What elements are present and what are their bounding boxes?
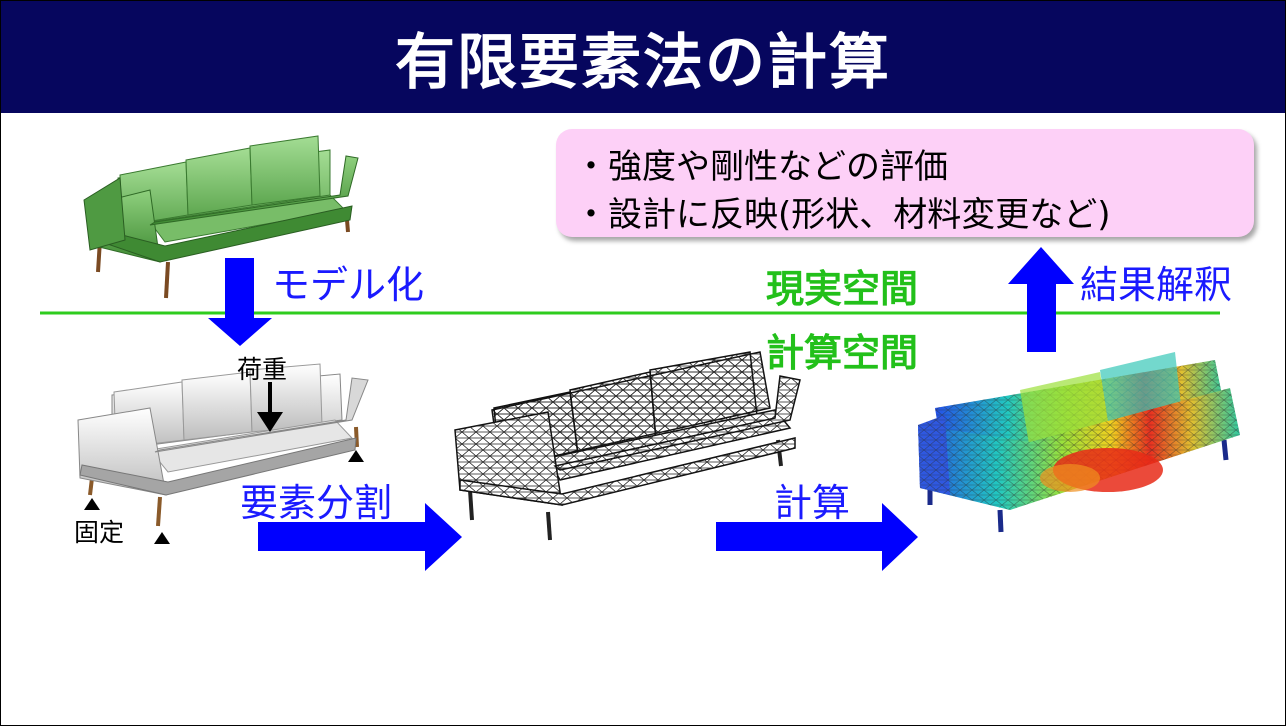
mesh-sofa-image — [454, 351, 801, 541]
slide-title: 有限要素法の計算 — [395, 27, 891, 98]
compute-arrow — [716, 503, 918, 571]
evaluation-item: ・強度や剛性などの評価 — [574, 147, 948, 187]
fixed-support-marker — [84, 498, 100, 510]
modeling-label: モデル化 — [272, 263, 425, 307]
fixed-support-marker — [348, 450, 364, 462]
meshing-arrow — [258, 503, 462, 571]
load-label: 荷重 — [237, 355, 288, 384]
real-space-label: 現実空間 — [766, 267, 919, 311]
title-bar: 有限要素法の計算 — [1, 1, 1285, 113]
result-sofa-image — [918, 352, 1240, 533]
modeling-arrow — [208, 258, 272, 346]
real-sofa-image — [83, 135, 359, 299]
evaluation-item: ・設計に反映(形状、材料変更など) — [574, 195, 1111, 235]
model-sofa-image — [77, 363, 369, 527]
interpretation-label: 結果解釈 — [1080, 263, 1233, 307]
compute-space-label: 計算空間 — [766, 331, 919, 375]
fixed-label: 固定 — [74, 518, 125, 547]
compute-label: 計算 — [774, 481, 851, 525]
interpretation-arrow — [1008, 247, 1074, 352]
meshing-label: 要素分割 — [240, 481, 393, 525]
fixed-support-marker — [154, 532, 170, 544]
evaluation-box: ・強度や剛性などの評価 ・設計に反映(形状、材料変更など) — [556, 129, 1254, 237]
